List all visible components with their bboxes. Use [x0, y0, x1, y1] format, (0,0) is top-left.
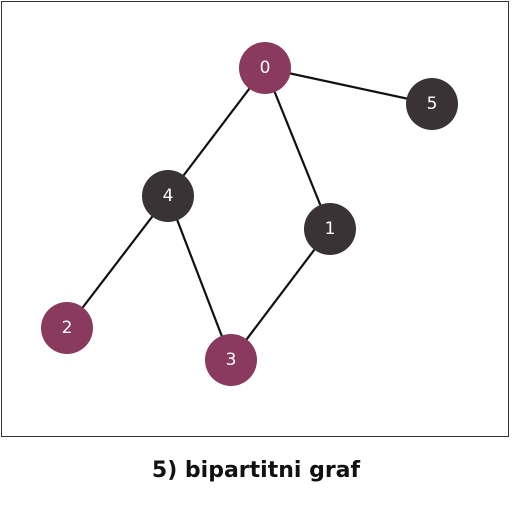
- node-1: 1: [304, 203, 356, 255]
- node-label-3: 3: [226, 350, 237, 370]
- node-3: 3: [205, 334, 257, 386]
- graph-edges: [66, 66, 433, 361]
- node-label-4: 4: [163, 186, 174, 206]
- edge-0-5: [264, 66, 433, 106]
- node-circle-2: [41, 302, 93, 354]
- node-5: 5: [406, 78, 458, 130]
- node-label-5: 5: [427, 94, 438, 114]
- node-label-0: 0: [260, 58, 271, 78]
- edge-4-2: [66, 195, 169, 329]
- node-0: 0: [239, 42, 291, 94]
- node-2: 2: [41, 302, 93, 354]
- node-label-1: 1: [325, 219, 336, 239]
- edge-1-3: [230, 228, 331, 361]
- graph-nodes: 0 1 2 3 4 5: [41, 42, 458, 386]
- edge-0-1: [263, 67, 332, 230]
- edge-0-4: [167, 67, 266, 197]
- node-circle-0: [239, 42, 291, 94]
- node-circle-3: [205, 334, 257, 386]
- node-circle-4: [142, 170, 194, 222]
- diagram-caption: 5) bipartitni graf: [151, 458, 361, 483]
- node-4: 4: [142, 170, 194, 222]
- node-label-2: 2: [62, 318, 73, 338]
- edge-4-3: [166, 195, 233, 361]
- node-circle-5: [406, 78, 458, 130]
- bipartite-graph: 0 1 2 3 4 5: [41, 42, 458, 386]
- node-circle-1: [304, 203, 356, 255]
